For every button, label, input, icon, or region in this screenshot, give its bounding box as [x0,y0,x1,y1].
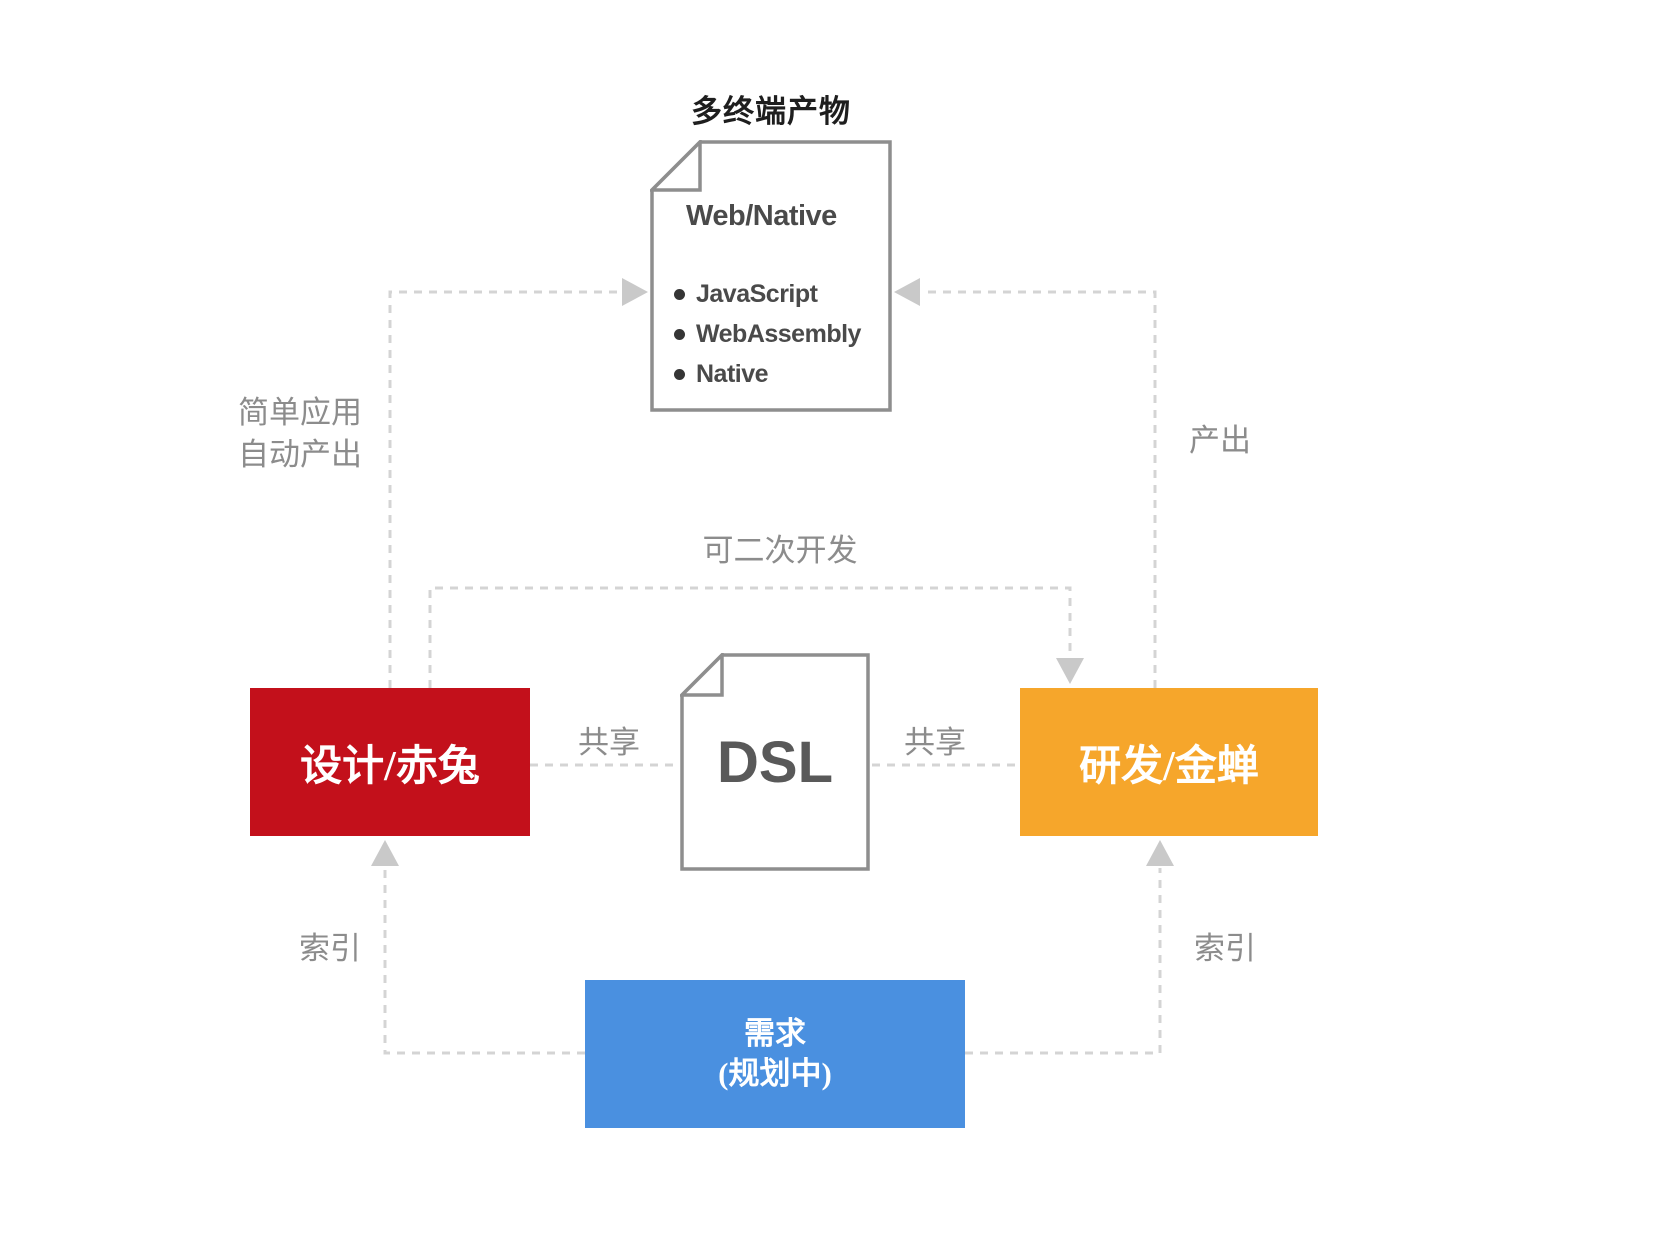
label-auto-output-line2: 自动产出 [238,437,362,472]
label-output: 产出 [1189,423,1251,458]
arrowhead-into-design-bottom [371,840,399,866]
requirement-node: 需求 (规划中) [585,980,965,1128]
label-auto-output-line1: 简单应用 [238,395,362,430]
label-share-left: 共享 [578,725,640,760]
edge-dev-to-product [922,290,1157,688]
label-secondary-dev: 可二次开发 [702,533,858,568]
bullet-dot-icon [674,328,685,340]
label-auto-output: 简单应用 自动产出 [218,392,382,476]
edge-req-to-dev [965,868,1162,1055]
edge-req-to-design [383,868,585,1055]
bullet-item: Native [674,354,861,394]
requirement-node-line1: 需求 [744,1015,806,1051]
bullet-label: Native [696,359,769,388]
requirement-node-line2: (规划中) [718,1056,832,1091]
arrowhead-into-dev-top [1056,658,1084,684]
design-node-label: 设计/赤兔 [300,743,480,790]
bullet-dot-icon [674,368,685,380]
label-index-left: 索引 [299,931,361,966]
bullet-label: WebAssembly [696,319,861,348]
arrowhead-into-product-right [894,278,920,306]
bullet-item: JavaScript [674,274,861,314]
document-heading: Web/Native [686,200,837,232]
dev-node-label: 研发/金蝉 [1079,743,1259,790]
label-index-right: 索引 [1194,931,1256,966]
top-document-title: 多终端产物 [691,94,851,129]
document-shape-icon [680,653,870,871]
bullet-item: WebAssembly [674,314,861,354]
document-shape-icon [650,140,892,412]
arrowhead-into-product-left [622,278,648,306]
dsl-label: DSL [717,729,833,795]
dsl-document: DSL [680,653,870,871]
label-share-right: 共享 [904,725,966,760]
design-node: 设计/赤兔 [250,688,530,836]
bullet-label: JavaScript [696,279,818,308]
document-bullet-list: JavaScript WebAssembly Native [674,274,861,394]
arrowhead-into-dev-bottom [1146,840,1174,866]
multi-terminal-document: Web/Native JavaScript WebAssembly Native [650,140,892,412]
dev-node: 研发/金蝉 [1020,688,1318,836]
bullet-dot-icon [674,288,685,300]
edge-design-to-product [388,290,620,688]
